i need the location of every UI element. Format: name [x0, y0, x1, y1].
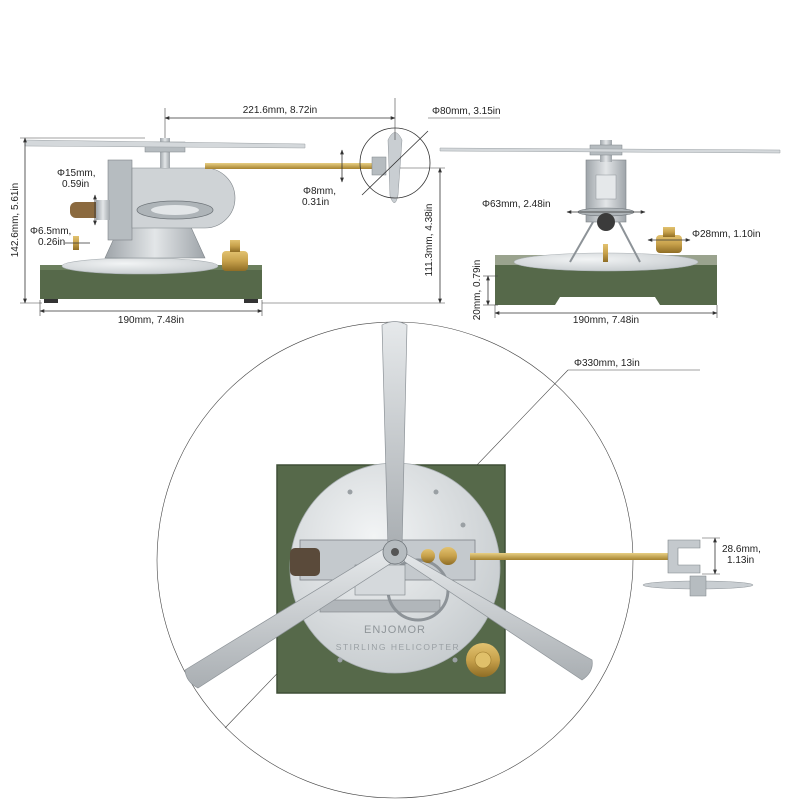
front-engine-label: Φ63mm, 2.48in	[482, 199, 551, 210]
side-rod-label-1: Φ8mm,	[303, 186, 336, 197]
brand-logo: ENJOMOR	[364, 624, 426, 636]
top-rotor-blade-right	[395, 547, 593, 681]
side-tail-blade	[387, 132, 403, 203]
side-disc-label: Φ80mm, 3.15in	[432, 106, 501, 117]
side-tail-disc-dim	[361, 130, 429, 196]
side-pin-label-1: Φ6.5mm,	[30, 226, 71, 237]
front-view: Φ63mm, 2.48in Φ28mm, 1.10in 20mm, 0.79in…	[439, 140, 781, 326]
side-flywheel-inner	[151, 205, 199, 215]
side-view: 221.6mm, 8.72in Φ80mm, 3.15in 142.6mm, 5…	[10, 98, 501, 326]
front-base-height-label: 20mm, 0.79in	[472, 260, 483, 321]
side-burner-body	[222, 251, 248, 271]
top-brass-gear	[421, 549, 435, 563]
top-plate-screw	[452, 657, 458, 663]
side-cylinder-head	[96, 200, 110, 220]
front-burner	[656, 235, 682, 253]
front-base-width-label: 190mm, 7.48in	[573, 315, 639, 326]
top-engine-slot	[319, 599, 441, 613]
top-plate-screw	[337, 657, 343, 663]
side-burner-cap	[230, 240, 240, 252]
top-plate-screw	[460, 522, 466, 528]
top-rotor-blade-up	[381, 321, 408, 549]
top-plate-screw	[433, 489, 439, 495]
side-tail-hub	[371, 156, 387, 176]
side-base-foot-left	[44, 299, 58, 303]
top-brass-gear-right	[439, 547, 457, 565]
side-rod-label-2: 0.31in	[302, 197, 329, 208]
side-tail-disc-circle	[359, 127, 431, 199]
front-rotor-blade	[439, 147, 781, 154]
top-plate-screw	[347, 489, 353, 495]
side-base-plate	[61, 257, 219, 275]
front-leg-left	[569, 221, 594, 263]
side-height-label: 142.6mm, 5.61in	[10, 183, 21, 258]
top-tail-rod	[470, 553, 670, 560]
top-view: Φ330mm, 13in ENJOMOR STIRLING HELICOPTER	[156, 321, 761, 799]
top-tail-height-label-1: 28.6mm,	[722, 544, 761, 555]
side-engine-frame	[107, 159, 133, 241]
side-tail-rod	[205, 163, 375, 169]
side-cylinder-label-1: Φ15mm,	[57, 168, 96, 179]
top-burner-cap	[474, 651, 492, 669]
front-burner-label: Φ28mm, 1.10in	[692, 229, 761, 240]
side-cylinder-label-2: 0.59in	[62, 179, 89, 190]
side-rod-height-label: 111.3mm, 4.38in	[424, 203, 435, 276]
front-engine-window	[595, 174, 617, 200]
brand-model: STIRLING HELICOPTER	[336, 642, 460, 652]
side-base-width-label: 190mm, 7.48in	[118, 315, 184, 326]
top-tail-height-label-2: 1.13in	[727, 555, 754, 566]
front-burner-cap	[663, 227, 675, 237]
side-pin-label-2: 0.26in	[38, 237, 65, 248]
front-cylinder-dark	[597, 213, 615, 231]
top-cylinder	[290, 548, 320, 576]
top-rotor-blade-left	[184, 547, 397, 689]
side-length-label: 221.6mm, 8.72in	[243, 105, 318, 116]
top-tail-hub	[689, 575, 707, 597]
top-rotor-blades	[184, 321, 593, 689]
top-rotor-dia-label: Φ330mm, 13in	[574, 358, 640, 369]
side-base-foot-right	[244, 299, 258, 303]
top-rotor-hub-center	[391, 548, 399, 556]
side-rotor-mast	[160, 138, 170, 168]
front-brass-pin	[603, 244, 608, 262]
top-tail-clamp	[667, 539, 701, 574]
front-base	[495, 262, 717, 305]
front-leg-right	[618, 221, 641, 263]
